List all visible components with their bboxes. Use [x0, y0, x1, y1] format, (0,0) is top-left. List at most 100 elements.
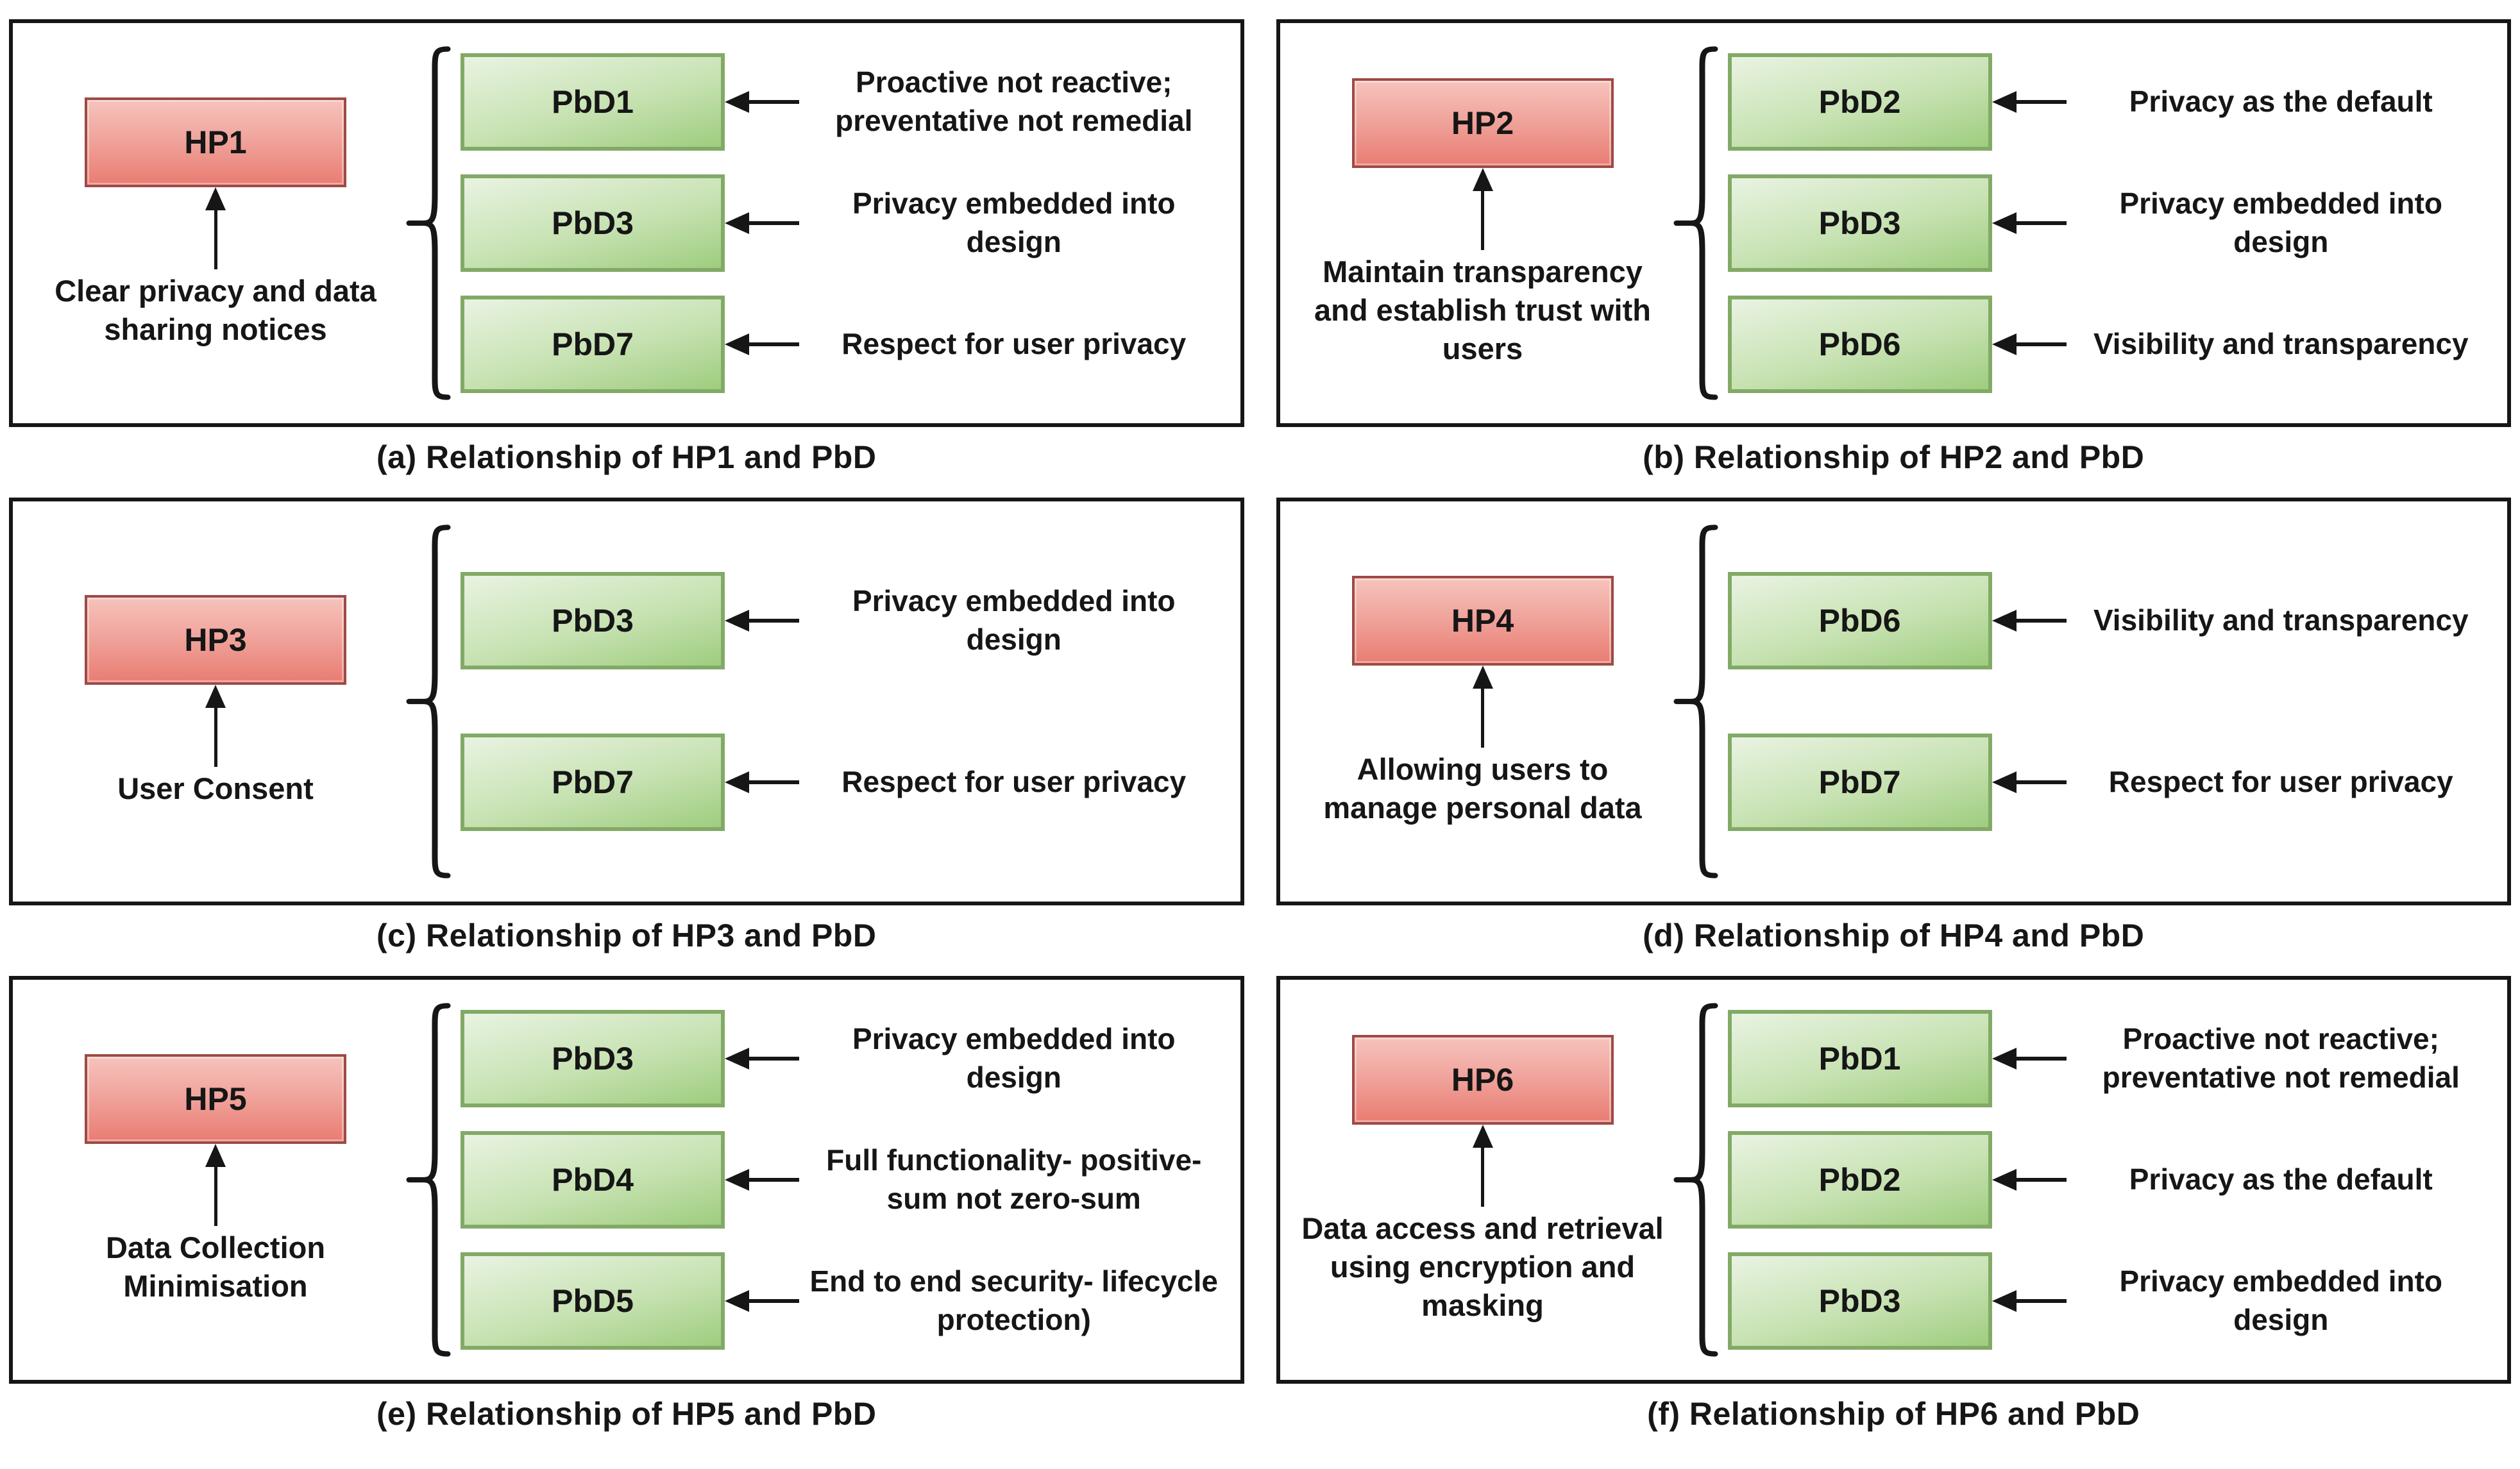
- hp-description: User Consent: [117, 771, 314, 805]
- hp-box-label: HP4: [1451, 602, 1514, 639]
- hp-box: HP3: [85, 594, 346, 685]
- left-arrow: [725, 1048, 799, 1070]
- left-arrow: [725, 212, 799, 234]
- panel-a-frame: HP1 Clear privacy and data sharing notic…: [9, 19, 1244, 427]
- pbd-box-label: PbD3: [1818, 1283, 1901, 1319]
- pbd-box-label: PbD1: [552, 84, 634, 120]
- panel-d: HP4 Allowing users to manage personal da…: [1276, 498, 2511, 954]
- panel-c: HP3 User Consent PbD3 Privacy embedded i…: [9, 498, 1244, 954]
- left-arrow: [725, 91, 799, 113]
- hp-description: Data access and retrieval using encrypti…: [1301, 1211, 1664, 1323]
- pbd-box: PbD6: [1727, 296, 1992, 393]
- pbd-row: PbD1 Proactive not reactive; preventativ…: [461, 53, 1229, 151]
- pbd-row: PbD3 Privacy embedded into design: [461, 174, 1229, 272]
- pbd-row: PbD7 Respect for user privacy: [1727, 734, 2496, 831]
- pbd-description: Visibility and transparency: [2093, 327, 2469, 361]
- arrow-head-up-icon: [1472, 167, 1493, 191]
- pbd-row: PbD1 Proactive not reactive; preventativ…: [1727, 1010, 2496, 1107]
- arrow-head-left-icon: [725, 610, 749, 632]
- arrow-head-left-icon: [725, 91, 749, 113]
- pbd-box: PbD1: [461, 53, 725, 151]
- pbd-box-label: PbD2: [1818, 1162, 1901, 1198]
- pbd-description: Respect for user privacy: [841, 327, 1187, 361]
- hp-unit: HP3 User Consent: [30, 508, 402, 895]
- pbd-box: PbD7: [461, 734, 725, 831]
- pbd-box: PbD7: [461, 296, 725, 393]
- hp-description: Clear privacy and data sharing notices: [55, 273, 376, 346]
- pbd-description: Proactive not reactive; preventative not…: [2102, 1022, 2460, 1094]
- hp-box-label: HP3: [184, 621, 247, 658]
- curly-brace-icon: [402, 45, 457, 401]
- left-arrow: [1991, 1169, 2067, 1191]
- pbd-rows: PbD1 Proactive not reactive; preventativ…: [1727, 986, 2496, 1373]
- curly-brace-icon: [1669, 45, 1724, 401]
- hp-box: HP4: [1351, 575, 1614, 666]
- pbd-description: Visibility and transparency: [2093, 603, 2469, 637]
- arrow-head-left-icon: [725, 771, 749, 793]
- panel-caption: (a) Relationship of HP1 and PbD: [376, 439, 877, 475]
- pbd-description: Privacy embedded into design: [2119, 1264, 2443, 1336]
- pbd-box-label: PbD4: [552, 1162, 634, 1198]
- left-arrow: [725, 771, 799, 793]
- pbd-description: Privacy embedded into design: [852, 1022, 1176, 1094]
- left-arrow: [1991, 1290, 2067, 1312]
- arrow-head-left-icon: [725, 1169, 749, 1191]
- pbd-row: PbD3 Privacy embedded into design: [1727, 174, 2496, 272]
- pbd-rows: PbD3 Privacy embedded into design PbD4 F…: [461, 986, 1229, 1373]
- pbd-box-label: PbD6: [1818, 603, 1901, 639]
- pbd-rows: PbD3 Privacy embedded into design PbD7 R…: [461, 508, 1229, 895]
- arrow-head-left-icon: [1991, 771, 2017, 793]
- pbd-box: PbD3: [461, 1010, 725, 1107]
- hp-unit: HP6 Data access and retrieval using encr…: [1297, 986, 1669, 1373]
- hp-box-label: HP5: [184, 1080, 247, 1117]
- left-arrow: [1991, 1048, 2067, 1070]
- pbd-box-label: PbD5: [552, 1283, 634, 1319]
- left-arrow: [1991, 771, 2067, 793]
- panel-c-frame: HP3 User Consent PbD3 Privacy embedded i…: [9, 498, 1244, 905]
- pbd-row: PbD6 Visibility and transparency: [1727, 296, 2496, 393]
- arrow-head-up-icon: [205, 1143, 226, 1167]
- arrow-head-left-icon: [1991, 610, 2017, 632]
- panel-caption: (e) Relationship of HP5 and PbD: [376, 1396, 877, 1432]
- pbd-row: PbD3 Privacy embedded into design: [461, 572, 1229, 669]
- left-arrow: [725, 610, 799, 632]
- pbd-box-label: PbD7: [1818, 764, 1901, 800]
- hp-box: HP1: [85, 97, 346, 187]
- pbd-box-label: PbD7: [552, 326, 634, 362]
- hp-unit: HP2 Maintain transparency and establish …: [1297, 29, 1669, 417]
- left-arrow: [725, 1290, 799, 1312]
- arrow-head-left-icon: [725, 333, 749, 355]
- pbd-box: PbD2: [1727, 1131, 1992, 1229]
- pbd-box: PbD1: [1727, 1010, 1992, 1107]
- pbd-box: PbD3: [1727, 1252, 1992, 1350]
- curly-brace-icon: [402, 523, 457, 880]
- pbd-box: PbD6: [1727, 572, 1992, 669]
- pbd-row: PbD4 Full functionality- positive-sum no…: [461, 1131, 1229, 1229]
- pbd-row: PbD3 Privacy embedded into design: [461, 1010, 1229, 1107]
- pbd-box: PbD3: [461, 174, 725, 272]
- arrow-head-left-icon: [1991, 1169, 2017, 1191]
- panel-caption: (f) Relationship of HP6 and PbD: [1647, 1396, 2140, 1432]
- pbd-box-label: PbD3: [552, 1041, 634, 1077]
- pbd-box: PbD3: [1727, 174, 1992, 272]
- left-arrow: [725, 1169, 799, 1191]
- pbd-box: PbD5: [461, 1252, 725, 1350]
- pbd-description: Privacy embedded into design: [852, 187, 1176, 258]
- left-arrow: [725, 333, 799, 355]
- pbd-box: PbD4: [461, 1131, 725, 1229]
- arrow-head-up-icon: [205, 187, 226, 210]
- pbd-row: PbD2 Privacy as the default: [1727, 1131, 2496, 1229]
- pbd-rows: PbD6 Visibility and transparency PbD7 Re…: [1727, 508, 2496, 895]
- pbd-box: PbD7: [1727, 734, 1992, 831]
- pbd-box-label: PbD1: [1818, 1041, 1901, 1077]
- curly-brace-icon: [1669, 1002, 1724, 1358]
- pbd-description: Privacy as the default: [2129, 85, 2433, 119]
- pbd-description: End to end security- lifecycle protectio…: [809, 1264, 1219, 1336]
- left-arrow: [1991, 333, 2067, 355]
- pbd-row: PbD7 Respect for user privacy: [461, 734, 1229, 831]
- up-arrow: [205, 684, 226, 767]
- pbd-row: PbD7 Respect for user privacy: [461, 296, 1229, 393]
- figure-grid: HP1 Clear privacy and data sharing notic…: [9, 19, 2511, 1432]
- pbd-row: PbD2 Privacy as the default: [1727, 53, 2496, 151]
- hp-box: HP5: [85, 1053, 346, 1144]
